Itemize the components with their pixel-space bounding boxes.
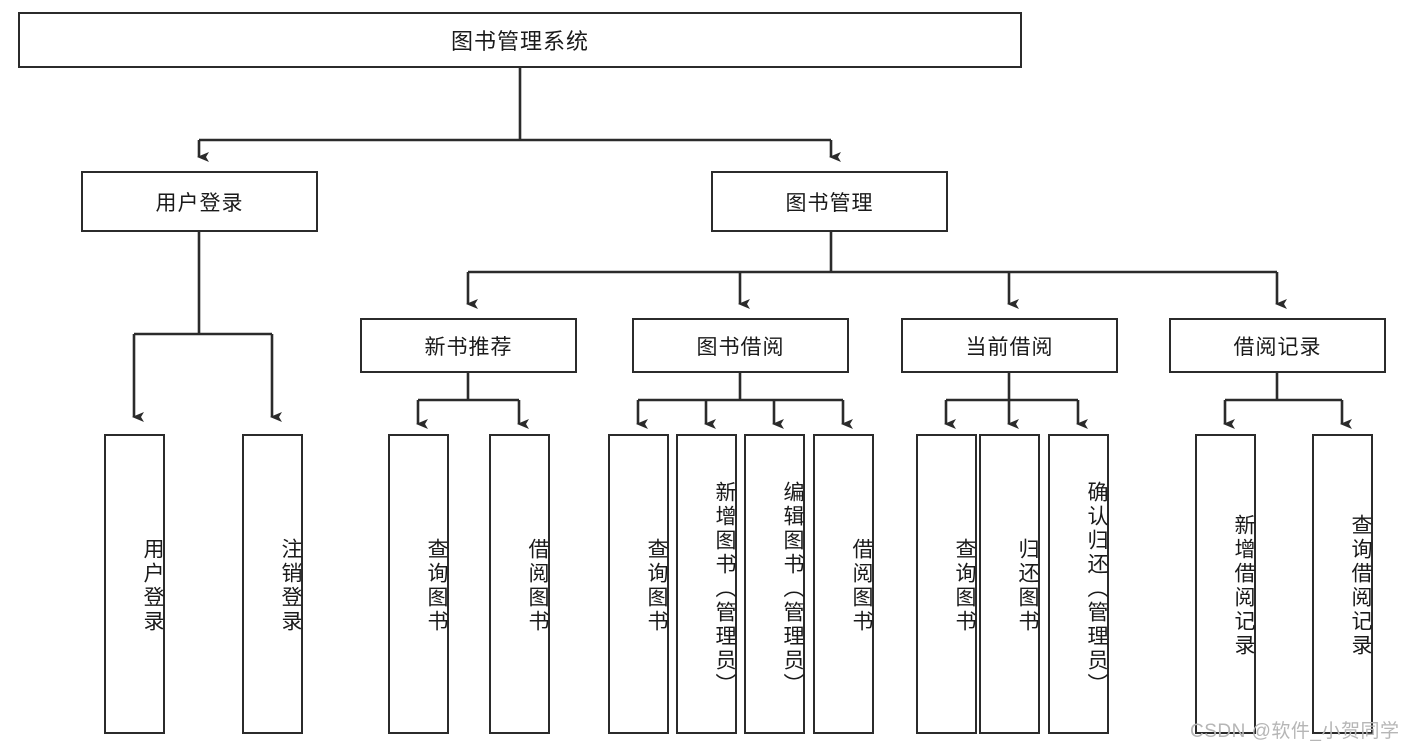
node-user-login[interactable]: 用户登录 — [81, 171, 318, 232]
csdn-watermark: CSDN @软件_小贺同学 — [1190, 721, 1400, 742]
leaf-confirm-return-admin[interactable]: 确认归还（管理员） — [1048, 434, 1109, 734]
node-current-borrow[interactable]: 当前借阅 — [901, 318, 1118, 373]
leaf-query-borrow-record[interactable]: 查询借阅记录 — [1312, 434, 1373, 734]
leaf-query-book-recommend[interactable]: 查询图书 — [388, 434, 449, 734]
node-borrow-record[interactable]: 借阅记录 — [1169, 318, 1386, 373]
leaf-return-book[interactable]: 归还图书 — [979, 434, 1040, 734]
leaf-add-borrow-record[interactable]: 新增借阅记录 — [1195, 434, 1256, 734]
leaf-edit-book-admin[interactable]: 编辑图书（管理员） — [744, 434, 805, 734]
leaf-logout[interactable]: 注销登录 — [242, 434, 303, 734]
leaf-borrow-book-recommend[interactable]: 借阅图书 — [489, 434, 550, 734]
node-book-management[interactable]: 图书管理 — [711, 171, 948, 232]
leaf-borrow-book[interactable]: 借阅图书 — [813, 434, 874, 734]
node-new-book-recommend[interactable]: 新书推荐 — [360, 318, 577, 373]
node-book-borrow[interactable]: 图书借阅 — [632, 318, 849, 373]
node-book-management-system[interactable]: 图书管理系统 — [18, 12, 1022, 68]
leaf-user-login[interactable]: 用户登录 — [104, 434, 165, 734]
leaf-query-book-borrow[interactable]: 查询图书 — [608, 434, 669, 734]
leaf-query-book-current[interactable]: 查询图书 — [916, 434, 977, 734]
leaf-add-book-admin[interactable]: 新增图书（管理员） — [676, 434, 737, 734]
